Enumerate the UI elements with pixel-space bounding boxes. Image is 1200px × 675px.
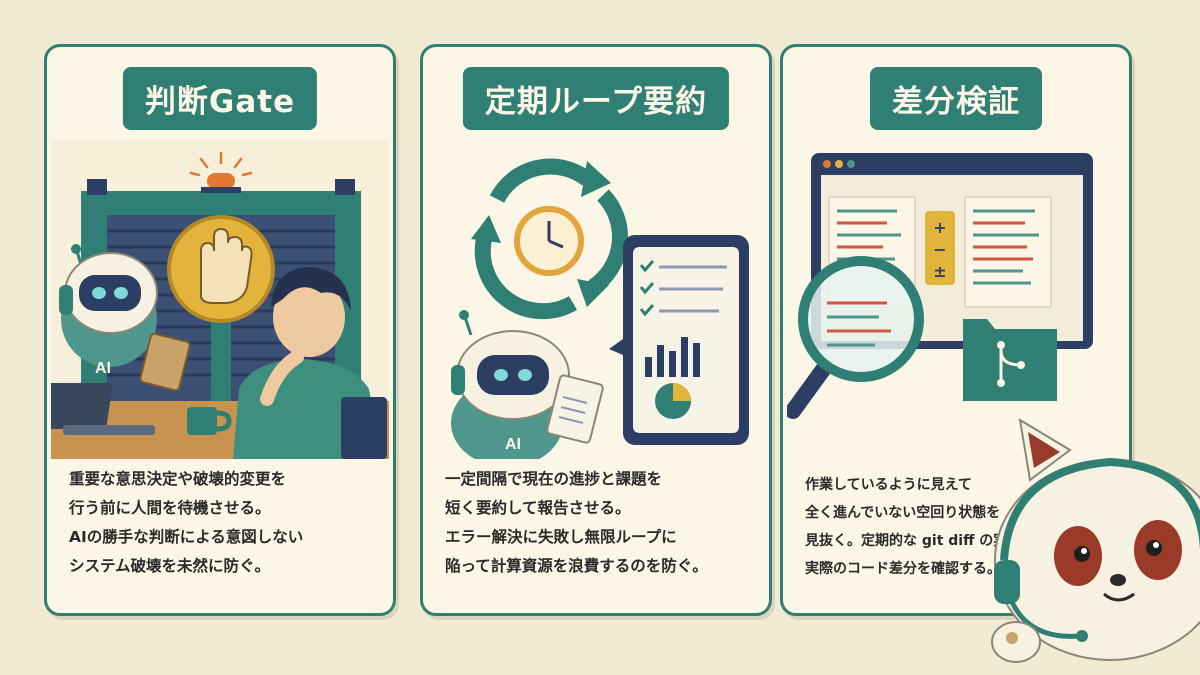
robot-ai-label: AI [95,360,111,377]
card-decision-gate: 判断Gate [44,44,396,616]
mug-icon [187,407,232,435]
diff-verification-illustration: + − ± [787,153,1093,419]
git-branch-folder-icon [963,319,1057,401]
decision-gate-illustration: AI [51,139,389,459]
person-icon [233,267,387,459]
diff-plus-symbol: + [933,218,946,237]
ai-robot-icon: AI [59,244,191,392]
card-title: 判断Gate [122,67,318,130]
card-title: 定期ループ要約 [462,67,730,130]
card-title: 差分検証 [870,67,1042,130]
description-line: 実際のコード差分を確認する。 [805,561,1001,577]
description-line: 全く進んでいない空回り状態を [805,505,1001,521]
description-line: 一定間隔で現在の進捗と課題を [445,470,663,488]
card-periodic-loop-summary: 定期ループ要約 [420,44,772,616]
stop-hand-icon [167,215,275,323]
card-description: 作業しているように見えて 全く進んでいない空回り状態を 見抜く。定期的な git… [805,471,1115,583]
magnifier-icon [787,256,924,419]
report-tablet-icon [609,235,749,445]
description-line: 行う前に人間を待機させる。 [69,499,271,517]
laptop-icon [51,383,155,435]
description-line: 短く要約して報告させる。 [445,499,631,517]
card-description: 重要な意思決定や破壊的変更を 行う前に人間を待機させる。 AIの勝手な判断による… [69,465,379,581]
gate-frame [81,191,361,215]
description-line: 作業しているように見えて [805,477,972,493]
red-panda-mascot-icon [991,418,1200,663]
description-line: 見抜く。定期的な git diff の実行で [805,533,1036,549]
diff-minus-symbol: − [933,240,946,259]
description-line: エラー解決に失敗し無限ループに [445,528,677,546]
description-line: 陥って計算資源を浪費するのを防ぐ。 [445,557,708,575]
description-line: システム破壊を未然に防ぐ。 [69,557,271,575]
alarm-light-icon [189,151,253,193]
description-line: AIの勝手な判断による意図しない [69,528,304,546]
loop-summary-illustration: AI [451,158,749,459]
cycle-arrows-icon [474,158,628,320]
description-line: 重要な意思決定や破壊的変更を [69,470,287,488]
clock-icon [514,206,584,276]
diff-plusminus-symbol: ± [933,262,946,281]
robot-ai-label: AI [505,436,521,453]
card-description: 一定間隔で現在の進捗と課題を 短く要約して報告させる。 エラー解決に失敗し無限ル… [445,465,755,581]
ai-robot-icon: AI [451,310,604,459]
